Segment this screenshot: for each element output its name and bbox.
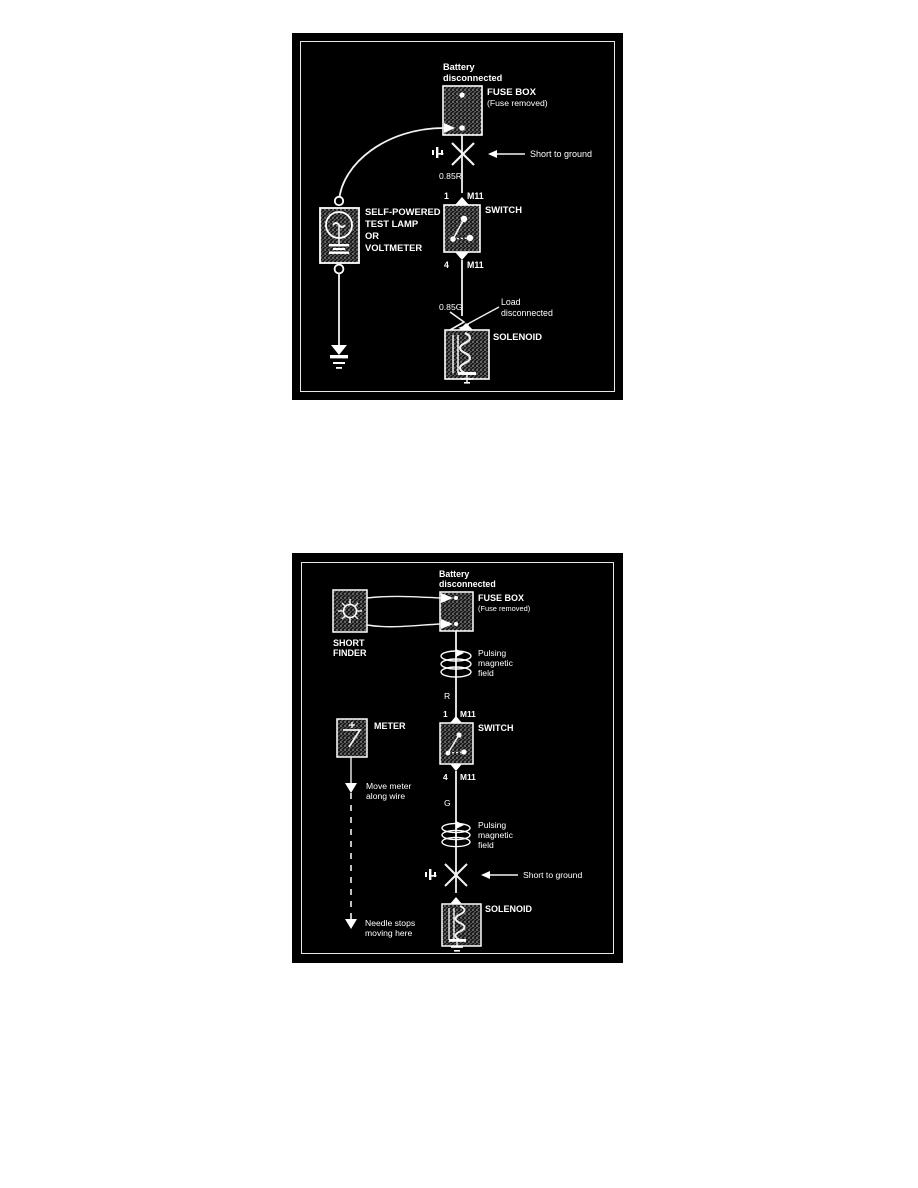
solenoid-top-connector-icon bbox=[459, 323, 473, 330]
battery-disconnected-label-line1: Battery bbox=[443, 62, 476, 72]
battery-disconnected-label-line2: disconnected bbox=[439, 579, 496, 589]
pulsing-magnetic-field-bottom-icon bbox=[441, 821, 471, 848]
figure-1-diagram: Battery disconnected FUSE BOX (Fuse remo… bbox=[319, 62, 592, 384]
fuse-removed-label: (Fuse removed) bbox=[478, 604, 530, 613]
test-lamp-label-line3: OR bbox=[365, 230, 379, 241]
figure-2-diagram: Battery disconnected FUSE BOX (Fuse remo… bbox=[332, 569, 582, 952]
switch-blade bbox=[452, 218, 465, 240]
test-lamp-label-line4: VOLTMETER bbox=[365, 242, 422, 253]
test-lamp-battery-icon bbox=[329, 244, 349, 254]
pulsing-field-bottom-label-line1: Pulsing bbox=[478, 820, 506, 830]
test-lamp-label-line1: SELF-POWERED bbox=[365, 206, 441, 217]
fuse-box-terminal-bottom bbox=[459, 125, 465, 131]
ground-glyph-icon bbox=[432, 147, 444, 158]
fuse-box-terminal-bottom bbox=[454, 622, 458, 626]
switch-dotted-blade bbox=[447, 751, 465, 754]
move-meter-label-line2: along wire bbox=[366, 791, 405, 801]
ground-glyph-icon bbox=[425, 869, 437, 880]
test-lamp-label-line2: TEST LAMP bbox=[365, 218, 418, 229]
fuse-box-terminal-top bbox=[459, 92, 465, 98]
needle-stops-label-line2: moving here bbox=[365, 928, 413, 938]
switch-top-connector-icon bbox=[455, 197, 469, 205]
meter-move-arrow-icon bbox=[345, 783, 357, 793]
solenoid-label: SOLENOID bbox=[493, 331, 542, 342]
battery-disconnected-label-line2: disconnected bbox=[443, 73, 502, 83]
figure-2-panel: Battery disconnected FUSE BOX (Fuse remo… bbox=[292, 553, 623, 963]
figure-1-panel: Battery disconnected FUSE BOX (Fuse remo… bbox=[292, 33, 623, 400]
short-to-ground-symbol bbox=[432, 142, 475, 166]
needle-stops-arrow-icon bbox=[345, 919, 357, 929]
pulsing-field-bottom-label-line3: field bbox=[478, 840, 494, 850]
switch-terminal-4-label: 4 bbox=[444, 260, 449, 270]
short-finder-lead-upper bbox=[366, 595, 442, 599]
solenoid-coil-icon bbox=[454, 905, 466, 941]
short-finder-label-line1: SHORT bbox=[333, 638, 365, 648]
short-to-ground-arrow-icon bbox=[488, 150, 525, 158]
solenoid-top-connector-icon bbox=[450, 897, 462, 904]
load-disconnected-symbol bbox=[449, 311, 466, 331]
wire-label-r: R bbox=[444, 691, 450, 701]
switch-top-connector-icon bbox=[450, 716, 462, 723]
switch-dotted-blade bbox=[452, 237, 471, 240]
fuse-box-probe-top-icon bbox=[441, 593, 453, 603]
solenoid-ground-icon bbox=[458, 372, 476, 384]
meter-needle-icon bbox=[343, 722, 362, 748]
switch-label: SWITCH bbox=[478, 723, 514, 733]
probe-arrow-icon bbox=[444, 123, 455, 133]
switch-circuit-4-label: M11 bbox=[467, 260, 484, 270]
switch-symbol bbox=[439, 722, 474, 765]
test-lamp-terminal-bottom bbox=[333, 263, 345, 275]
switch-circuit-4-label: M11 bbox=[460, 772, 476, 782]
short-to-ground-label: Short to ground bbox=[523, 870, 582, 880]
switch-terminal-1-label: 1 bbox=[443, 709, 448, 719]
short-finder-lead-lower bbox=[366, 623, 442, 628]
fuse-box-label: FUSE BOX bbox=[478, 593, 524, 603]
switch-bottom-connector-icon bbox=[450, 764, 462, 771]
pulsing-field-top-label-line2: magnetic bbox=[478, 658, 514, 668]
meter-label: METER bbox=[374, 721, 406, 731]
fuse-box-probe-bottom-icon bbox=[441, 619, 453, 629]
meter-symbol bbox=[336, 718, 368, 758]
test-lamp-lead-wire bbox=[338, 127, 445, 202]
switch-symbol bbox=[443, 204, 481, 253]
pulsing-magnetic-field-top-icon bbox=[440, 649, 472, 678]
test-lamp-lead-terminal bbox=[333, 195, 345, 207]
pulsing-field-top-label-line1: Pulsing bbox=[478, 648, 506, 658]
switch-terminal-1-label: 1 bbox=[444, 191, 449, 201]
solenoid-coil-icon bbox=[458, 332, 472, 374]
battery-disconnected-label-line1: Battery bbox=[439, 569, 469, 579]
pulsing-field-bottom-label-line2: magnetic bbox=[478, 830, 514, 840]
load-disconnected-label-line2: disconnected bbox=[501, 308, 553, 318]
short-to-ground-arrow-icon bbox=[481, 871, 518, 879]
solenoid-ground-icon bbox=[449, 939, 466, 952]
pulsing-field-top-label-line3: field bbox=[478, 668, 494, 678]
wire-label-0-85r: 0.85R bbox=[439, 171, 462, 181]
test-lamp-ground-icon bbox=[330, 345, 348, 369]
switch-circuit-1-label: M11 bbox=[460, 709, 476, 719]
fuse-removed-label: (Fuse removed) bbox=[487, 98, 548, 108]
switch-blade bbox=[447, 734, 460, 754]
solenoid-label: SOLENOID bbox=[485, 904, 533, 914]
short-finder-starburst-icon bbox=[338, 599, 362, 623]
wire-label-0-85g: 0.85G bbox=[439, 302, 463, 312]
fuse-box-label: FUSE BOX bbox=[487, 87, 537, 98]
switch-circuit-1-label: M11 bbox=[467, 191, 484, 201]
switch-terminal-4-label: 4 bbox=[443, 772, 448, 782]
short-to-ground-label: Short to ground bbox=[530, 149, 592, 159]
switch-label: SWITCH bbox=[485, 204, 522, 215]
short-to-ground-symbol bbox=[425, 863, 468, 887]
short-finder-label-line2: FINDER bbox=[333, 648, 367, 658]
wire-label-g: G bbox=[444, 798, 451, 808]
load-disconnected-label-line1: Load bbox=[501, 297, 521, 307]
move-meter-label-line1: Move meter bbox=[366, 781, 412, 791]
switch-bottom-connector-icon bbox=[455, 252, 469, 260]
needle-stops-label-line1: Needle stops bbox=[365, 918, 415, 928]
fuse-box-terminal-top bbox=[454, 596, 458, 600]
